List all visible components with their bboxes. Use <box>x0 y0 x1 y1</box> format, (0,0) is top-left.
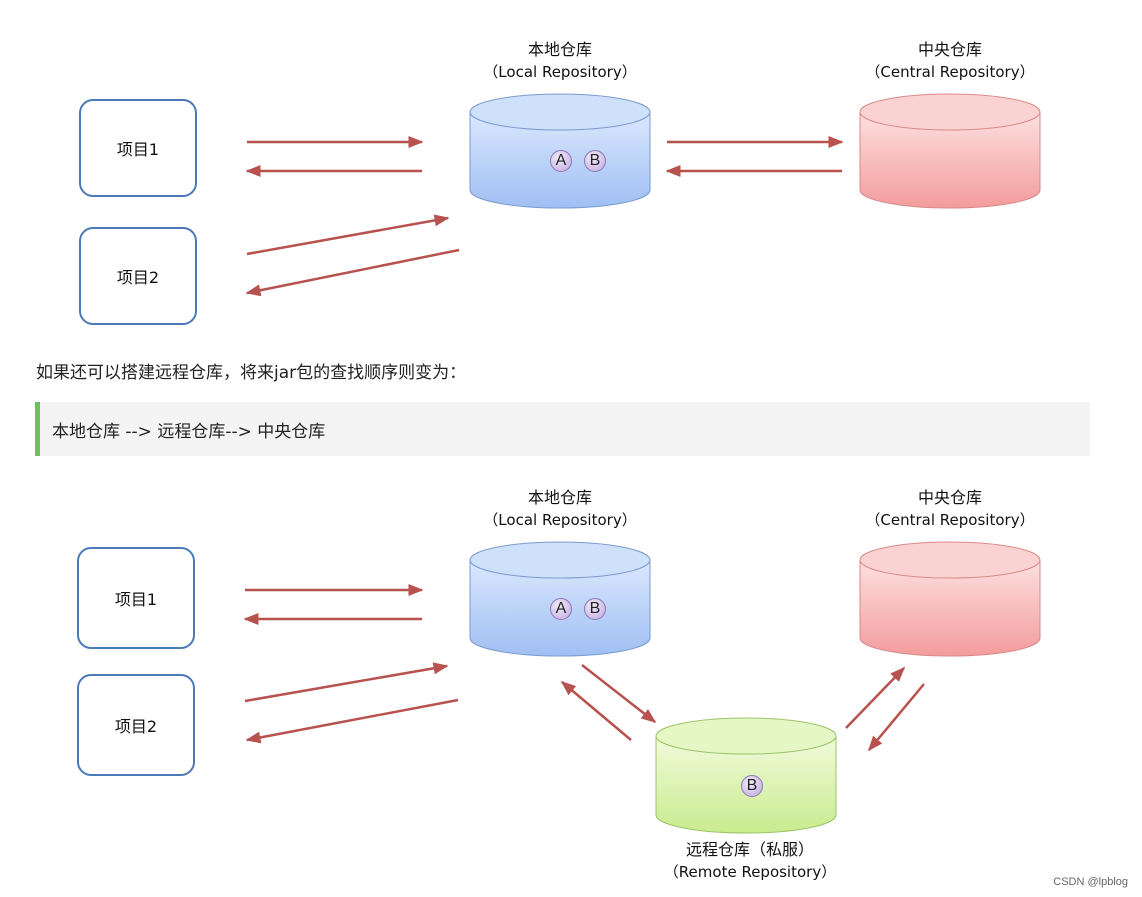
central-repository-cylinder <box>859 93 1041 209</box>
artifact-b-badge-2: B <box>584 598 606 620</box>
arrow-central-to-remote <box>868 683 925 752</box>
arrow-local-to-project2 <box>245 248 460 297</box>
lookup-order-paragraph: 如果还可以搭建远程仓库，将来jar包的查找顺序则变为： <box>36 363 467 383</box>
local-repository-subtitle: （Local Repository） <box>483 63 637 81</box>
lookup-order-quote-text: 本地仓库 --> 远程仓库--> 中央仓库 <box>52 421 326 442</box>
central-repository-title: 中央仓库 <box>917 40 982 59</box>
arrow-project2-to-local-2 <box>244 662 449 703</box>
central-repository-label-2: 中央仓库 （Central Repository） <box>840 486 1060 532</box>
central-repository-subtitle-2: （Central Repository） <box>865 511 1035 529</box>
artifact-b-badge: B <box>584 150 606 172</box>
arrow-local-to-remote <box>581 664 657 723</box>
central-repository-subtitle: （Central Repository） <box>865 63 1035 81</box>
arrow-remote-to-central <box>845 666 906 729</box>
project-2-box: 项目2 <box>79 227 197 325</box>
arrow-local-to-project2-2 <box>245 698 459 744</box>
project-2-label-2: 项目2 <box>114 717 158 736</box>
remote-artifact-b-badge: B <box>741 775 763 797</box>
project-2-box-2: 项目2 <box>77 674 195 776</box>
remote-repository-title: 远程仓库（私服） <box>685 840 814 859</box>
artifact-a-badge: A <box>550 150 572 172</box>
arrow-remote-to-local <box>560 681 632 741</box>
local-repository-label-2: 本地仓库 （Local Repository） <box>450 486 670 532</box>
diagram-1-graphics <box>245 93 1041 297</box>
local-repository-title: 本地仓库 <box>527 40 592 59</box>
csdn-watermark: CSDN @lpblog <box>1053 876 1128 888</box>
central-repository-title-2: 中央仓库 <box>917 488 982 507</box>
artifact-a-badge-2: A <box>550 598 572 620</box>
central-repository-cylinder-2 <box>859 541 1041 657</box>
project-1-box: 项目1 <box>79 99 197 197</box>
project-2-label: 项目2 <box>116 268 160 287</box>
project-1-box-2: 项目1 <box>77 547 195 649</box>
arrow-project2-to-local <box>246 214 450 256</box>
project-1-label-2: 项目1 <box>114 590 158 609</box>
local-repository-label: 本地仓库 （Local Repository） <box>450 38 670 84</box>
local-repository-title-2: 本地仓库 <box>527 488 592 507</box>
diagram-local-central: 项目1 项目2 本地仓库 （Local Repository） 中央仓库 （Ce… <box>0 0 1142 340</box>
lookup-order-quote: 本地仓库 --> 远程仓库--> 中央仓库 <box>35 402 1090 456</box>
central-repository-label: 中央仓库 （Central Repository） <box>840 38 1060 84</box>
project-1-label: 项目1 <box>116 140 160 159</box>
local-repository-subtitle-2: （Local Repository） <box>483 511 637 529</box>
remote-repository-label: 远程仓库（私服） （Remote Repository） <box>640 838 860 884</box>
diagram-local-remote-central: 项目1 项目2 本地仓库 （Local Repository） 中央仓库 （Ce… <box>0 470 1142 890</box>
remote-repository-subtitle: （Remote Repository） <box>663 863 837 881</box>
